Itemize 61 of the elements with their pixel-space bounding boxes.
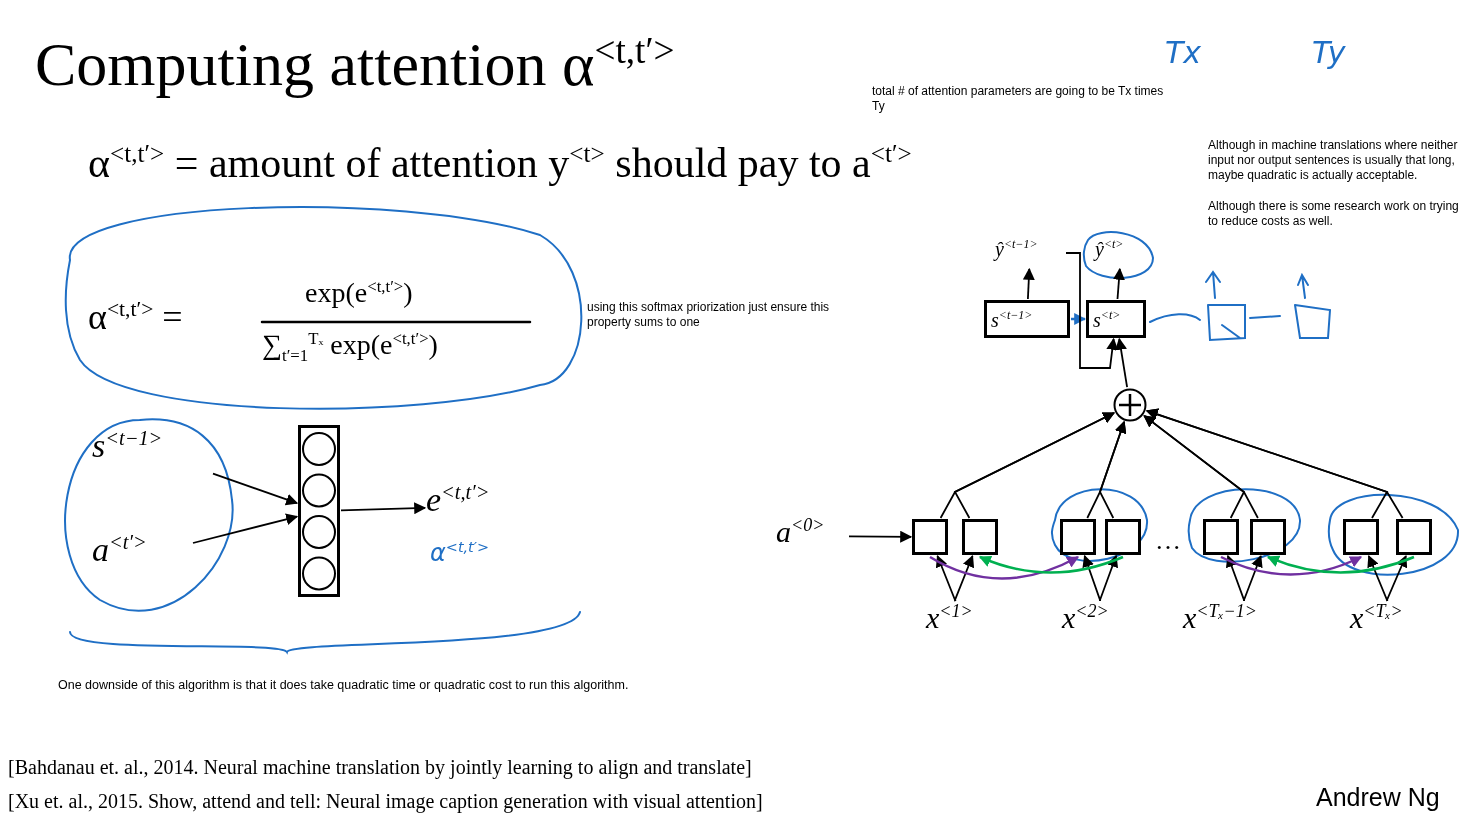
arrow bbox=[1099, 420, 1127, 519]
arrow bbox=[1367, 554, 1389, 602]
rnn-cell bbox=[1105, 519, 1141, 555]
rnn-cell bbox=[1396, 519, 1432, 555]
arrow bbox=[1022, 267, 1035, 300]
arrow bbox=[1386, 554, 1408, 602]
math-symbol: a$^{<t′>}$ bbox=[92, 532, 192, 580]
definition-text: α$^{<t,t′>}$ = amount of attention y$^{<t>}$ should pay to a$^{<t′>}$ bbox=[88, 140, 912, 187]
math-symbol: x$^{<Tₓ−1>}$ bbox=[1183, 602, 1308, 642]
math-symbol: x$^{<2>}$ bbox=[1062, 602, 1142, 642]
rnn-cell bbox=[962, 519, 998, 555]
arrow bbox=[848, 530, 913, 543]
handwritten-text: Ty bbox=[1312, 36, 1346, 69]
ellipsis-text: … bbox=[1155, 527, 1181, 556]
formula-denominator: ∑$_{t′=1}$$^{Tₓ}$ exp(e$^{<t,t′>}$) bbox=[262, 330, 438, 366]
sum-circle bbox=[1113, 388, 1147, 422]
author-name: Andrew Ng bbox=[1316, 784, 1440, 812]
arrow bbox=[935, 554, 957, 602]
note-text: using this softmax priorization just ensure this property sums to one bbox=[587, 300, 831, 330]
arrow bbox=[954, 554, 975, 602]
rnn-cell bbox=[1060, 519, 1096, 555]
arrow bbox=[1266, 555, 1415, 574]
arrow bbox=[340, 502, 427, 515]
math-symbol: a$^{<0>}$ bbox=[776, 516, 848, 556]
rnn-cell bbox=[1250, 519, 1286, 555]
arrow bbox=[192, 513, 299, 544]
arrow bbox=[929, 555, 1080, 580]
note-text: Although there is some research work on trying to reduce costs as well. bbox=[1208, 199, 1460, 229]
arrow bbox=[1113, 267, 1125, 300]
handwritten-text: Tx bbox=[1165, 36, 1202, 69]
rnn-cell bbox=[1203, 519, 1239, 555]
math-symbol: ŷ$^{<t>}$ bbox=[1095, 238, 1147, 268]
math-symbol: e$^{<t,t′>}$ bbox=[426, 482, 551, 530]
arrow bbox=[1243, 554, 1263, 602]
arrow bbox=[1220, 555, 1363, 576]
arrow bbox=[1065, 252, 1119, 369]
neural-network-layer bbox=[298, 425, 340, 597]
math-symbol: s$^{<t−1>}$ bbox=[92, 428, 212, 476]
rnn-cell: s$^{<t>}$ bbox=[1086, 300, 1146, 338]
arrow bbox=[1099, 554, 1118, 602]
handwritten-text: α$^{<t,t′>}$ bbox=[430, 540, 490, 567]
arrow bbox=[1226, 554, 1245, 602]
formula-text: α$^{<t,t′>}$ = bbox=[88, 298, 183, 338]
rnn-cell: s$^{<t−1>}$ bbox=[984, 300, 1070, 338]
arrow bbox=[978, 555, 1124, 574]
rnn-cell bbox=[912, 519, 948, 555]
note-text: Although in machine translations where neither input nor output sentences is usually that long, maybe quadratic is actually acceptable. bbox=[1208, 138, 1459, 183]
arrow bbox=[212, 472, 299, 506]
slide-title: Computing attention α$^{<t,t′>}$ bbox=[35, 30, 675, 99]
note-text: One downside of this algorithm is that it does take quadratic time or quadratic cost to run this algorithm. bbox=[58, 679, 629, 693]
arrow bbox=[1115, 337, 1128, 389]
arrow bbox=[1082, 554, 1101, 602]
math-symbol: x$^{<1>}$ bbox=[926, 602, 1006, 642]
note-text: total # of attention parameters are going to be Tx times Ty bbox=[872, 84, 1165, 114]
rnn-cell bbox=[1343, 519, 1379, 555]
formula-numerator: exp(e$^{<t,t′>}$) bbox=[305, 278, 413, 310]
math-symbol: ŷ$^{<t−1>}$ bbox=[995, 238, 1065, 268]
arrow bbox=[1071, 313, 1087, 325]
reference-text: [Bahdanau et. al., 2014. Neural machine translation by jointly learning to align and translate] bbox=[8, 756, 752, 778]
reference-text: [Xu et. al., 2015. Show, attend and tell: Neural image caption generation with visual attention] bbox=[8, 790, 763, 812]
math-symbol: x$^{<Tₓ>}$ bbox=[1350, 602, 1440, 642]
